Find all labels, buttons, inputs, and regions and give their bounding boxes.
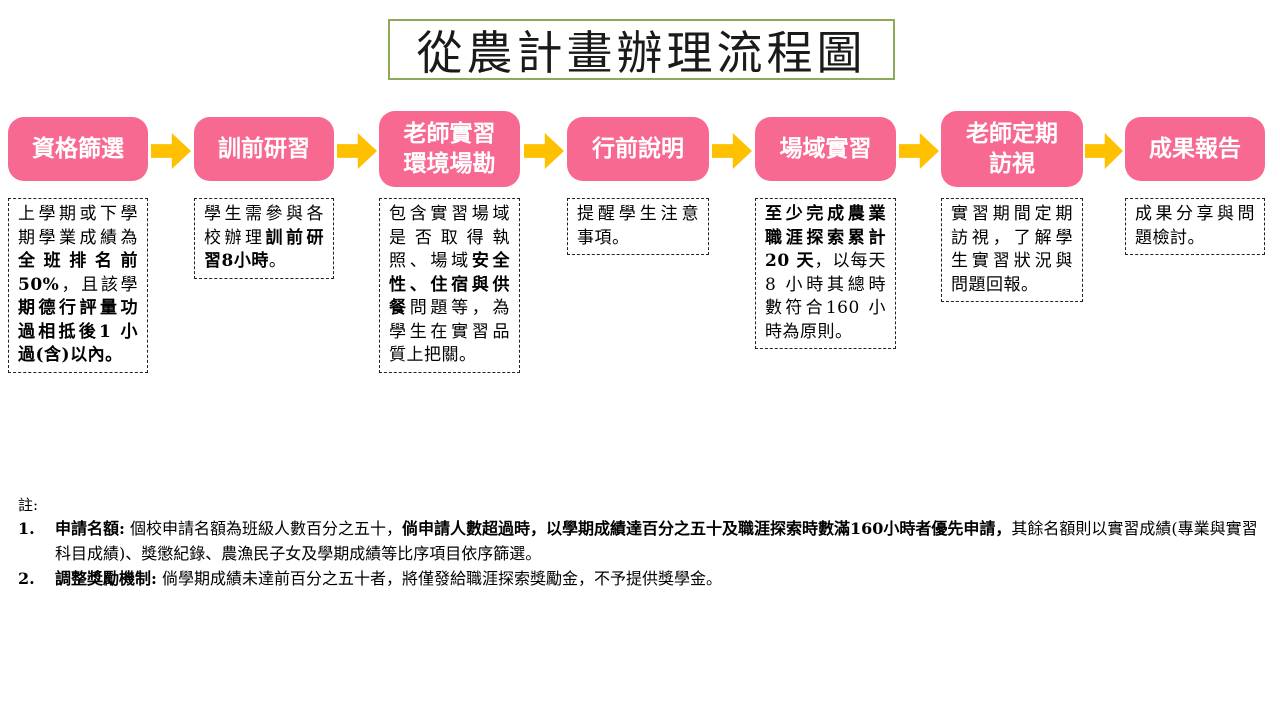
- flow-column-6: 老師定期 訪視 實習期間定期訪視，了解學生實習狀況與問題回報。: [941, 111, 1083, 302]
- flow-step-label: 場域實習: [779, 135, 872, 162]
- flow-step-briefing-note: 提醒學生注意事項。: [567, 198, 709, 255]
- flow-step-qualification: 資格篩選: [8, 117, 148, 181]
- flow-column-7: 成果報告 成果分享與問題檢討。: [1125, 111, 1265, 255]
- flow-step-qualification-note: 上學期或下學期學業成績為全班排名前50%，且該學期德行評量功過相抵後1 小過(含…: [8, 198, 148, 373]
- flow-step-label: 老師定期: [966, 120, 1058, 147]
- flow-step-periodic-visits: 老師定期 訪視: [941, 111, 1083, 187]
- flow-step-label: 訪視: [989, 150, 1035, 177]
- flow-step-pretraining-note: 學生需參與各校辦理訓前研習8小時。: [194, 198, 334, 279]
- footnotes: 註: 1. 申請名額: 個校申請名額為班級人數百分之五十，倘申請人數超過時，以學…: [18, 494, 1270, 591]
- flow-arrow-icon: [524, 133, 564, 169]
- footnotes-heading: 註:: [18, 496, 39, 514]
- page-title-text: 從農計畫辦理流程圖: [416, 25, 867, 80]
- flow-step-label: 老師實習: [403, 120, 496, 147]
- flow-column-4: 行前說明 提醒學生注意事項。: [567, 111, 709, 255]
- flow-step-label: 訓前研習: [218, 135, 310, 162]
- flow-step-final-report-note: 成果分享與問題檢討。: [1125, 198, 1265, 255]
- flow-step-site-survey-note: 包含實習場域是否取得執照、場域安全性、住宿與供餐問題等，為學生在實習品質上把關。: [379, 198, 520, 373]
- flow-step-final-report: 成果報告: [1125, 117, 1265, 181]
- flow-step-briefing: 行前說明: [567, 117, 709, 181]
- footnote-text: 調整獎勵機制: 倘學期成績未達前百分之五十者，將僅發給職涯探索獎勵金，不予提供獎…: [55, 569, 723, 588]
- footnote-item-2: 2. 調整獎勵機制: 倘學期成績未達前百分之五十者，將僅發給職涯探索獎勵金，不予…: [18, 566, 1270, 591]
- flow-step-label: 環境場勘: [403, 150, 496, 177]
- footnote-text: 申請名額: 個校申請名額為班級人數百分之五十，倘申請人數超過時，以學期成績達百分…: [55, 519, 1258, 563]
- flow-column-3: 老師實習 環境場勘 包含實習場域是否取得執照、場域安全性、住宿與供餐問題等，為學…: [379, 111, 520, 373]
- flow-arrow-icon: [712, 133, 752, 169]
- flow-step-field-internship: 場域實習: [755, 117, 896, 181]
- flow-arrow-icon: [151, 133, 191, 169]
- flow-column-2: 訓前研習 學生需參與各校辦理訓前研習8小時。: [194, 111, 334, 279]
- footnote-item-1: 1. 申請名額: 個校申請名額為班級人數百分之五十，倘申請人數超過時，以學期成績…: [18, 516, 1270, 566]
- flow-step-site-survey: 老師實習 環境場勘: [379, 111, 520, 187]
- flow-step-label: 資格篩選: [32, 135, 124, 162]
- flow-column-5: 場域實習 至少完成農業職涯探索累計20 天，以每天8 小時其總時數符合160 小…: [755, 111, 896, 349]
- flow-column-1: 資格篩選 上學期或下學期學業成績為全班排名前50%，且該學期德行評量功過相抵後1…: [8, 111, 148, 373]
- flow-arrow-icon: [1085, 133, 1123, 169]
- page-title: 從農計畫辦理流程圖: [388, 19, 895, 80]
- flow-step-label: 行前說明: [592, 135, 684, 162]
- flow-arrow-icon: [899, 133, 939, 169]
- flow-step-periodic-visits-note: 實習期間定期訪視，了解學生實習狀況與問題回報。: [941, 198, 1083, 302]
- flow-arrow-icon: [337, 133, 377, 169]
- flow-step-label: 成果報告: [1149, 135, 1241, 162]
- flow-step-pretraining: 訓前研習: [194, 117, 334, 181]
- footnote-number: 2.: [18, 569, 35, 588]
- footnote-number: 1.: [18, 519, 35, 538]
- flow-step-field-internship-note: 至少完成農業職涯探索累計20 天，以每天8 小時其總時數符合160 小時為原則。: [755, 198, 896, 349]
